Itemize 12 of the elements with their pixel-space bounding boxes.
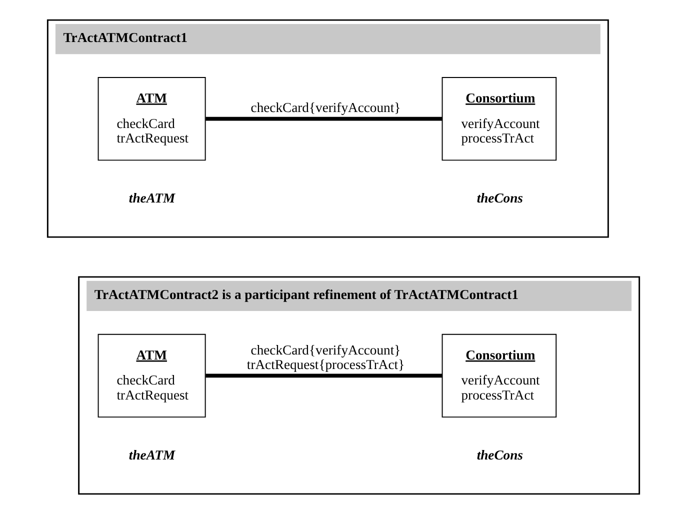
label: theCons [476,448,522,463]
label: theATM [128,448,175,463]
edge-label: checkCard{verifyAccount} trActRequest{processTrAct} [246,342,404,372]
edge-label: checkCard{verifyAccount} [250,100,400,116]
label: theATM [128,190,175,206]
node-box: ATM checkCard trActRequest [97,334,206,418]
node-box: Consortium verifyAccount processTrAct [441,76,556,161]
node-box: ATM checkCard trActRequest [97,76,206,161]
label: theCons [476,190,522,206]
connector [205,116,442,121]
node-box: Consortium verifyAccount processTrAct [441,334,556,418]
connector [205,374,442,378]
